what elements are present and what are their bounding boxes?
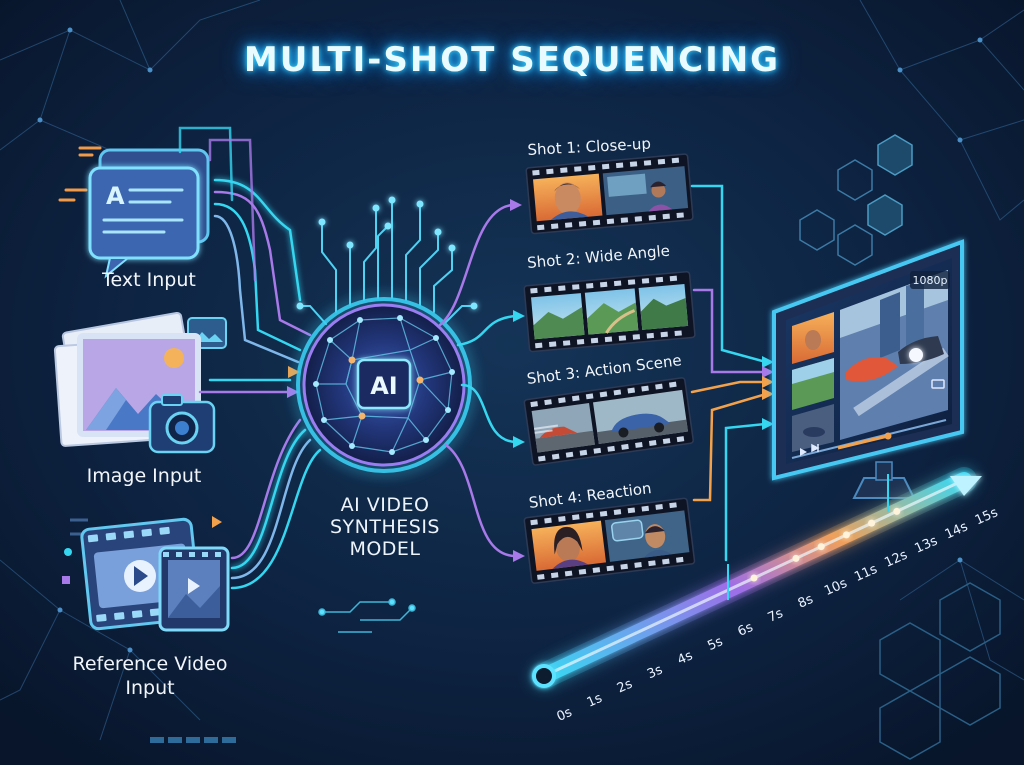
page-title: MULTI-SHOT SEQUENCING <box>243 40 781 80</box>
timeline-dot <box>750 574 758 582</box>
model-label: AI VIDEO SYNTHESIS MODEL <box>310 494 460 560</box>
monitor-icon: 1080p <box>772 239 964 499</box>
ai-circuit-lines <box>299 199 475 325</box>
timeline-dot <box>817 543 825 551</box>
timeline-dots <box>750 507 901 582</box>
hexagon-decoration-top <box>799 134 913 266</box>
shot-connectors <box>438 203 517 558</box>
timeline-tick-label: 5s <box>705 634 725 654</box>
timeline-tick-label: 3s <box>645 662 665 682</box>
shot-3-filmstrip <box>523 377 694 466</box>
monitor-connector-arrows <box>762 356 774 430</box>
decor-circuit <box>318 598 416 633</box>
timeline-dot <box>893 507 901 515</box>
ai-badge: AI <box>370 372 398 400</box>
input-connectors <box>178 126 322 590</box>
reference-video-input-label: Reference Video Input <box>72 653 228 699</box>
network-nodes <box>37 27 983 653</box>
model-label-line-2: SYNTHESIS <box>329 516 440 538</box>
monitor-connectors <box>690 184 768 562</box>
ai-circuit-nodes <box>296 196 478 310</box>
video-clapper-icon <box>62 516 230 632</box>
timeline-tick-label: 6s <box>736 620 756 640</box>
timeline-tick-label: 7s <box>766 606 786 626</box>
shot-connector-arrows <box>510 199 525 562</box>
hexagon-decoration-bottom <box>879 582 1001 760</box>
ai-core-sphere: AI <box>296 297 472 473</box>
shot-2-filmstrip <box>523 271 696 353</box>
timeline-dot <box>842 531 850 539</box>
input-connector-arrows <box>287 366 300 398</box>
timeline-dot <box>868 519 876 527</box>
text-input-label: Text Input <box>102 269 196 291</box>
model-label-line-1: AI VIDEO <box>340 494 430 516</box>
timeline-tick-label: 1s <box>585 691 605 711</box>
image-input-label: Image Input <box>86 465 202 487</box>
timeline-tick-label: 8s <box>796 592 816 612</box>
text-chat-icon: A <box>58 146 210 279</box>
timeline-tick-label: 4s <box>675 648 695 668</box>
resolution-badge: 1080p <box>913 274 948 287</box>
timeline-tick-label: 0s <box>555 705 575 725</box>
image-camera-icon <box>53 311 227 454</box>
model-label-line-3: MODEL <box>349 538 421 560</box>
timeline-tick-label: 2s <box>615 676 635 696</box>
timeline-dot <box>792 554 800 562</box>
shot-1-filmstrip <box>525 153 694 235</box>
svg-text:A: A <box>106 182 125 210</box>
shot-4-filmstrip <box>523 497 696 584</box>
